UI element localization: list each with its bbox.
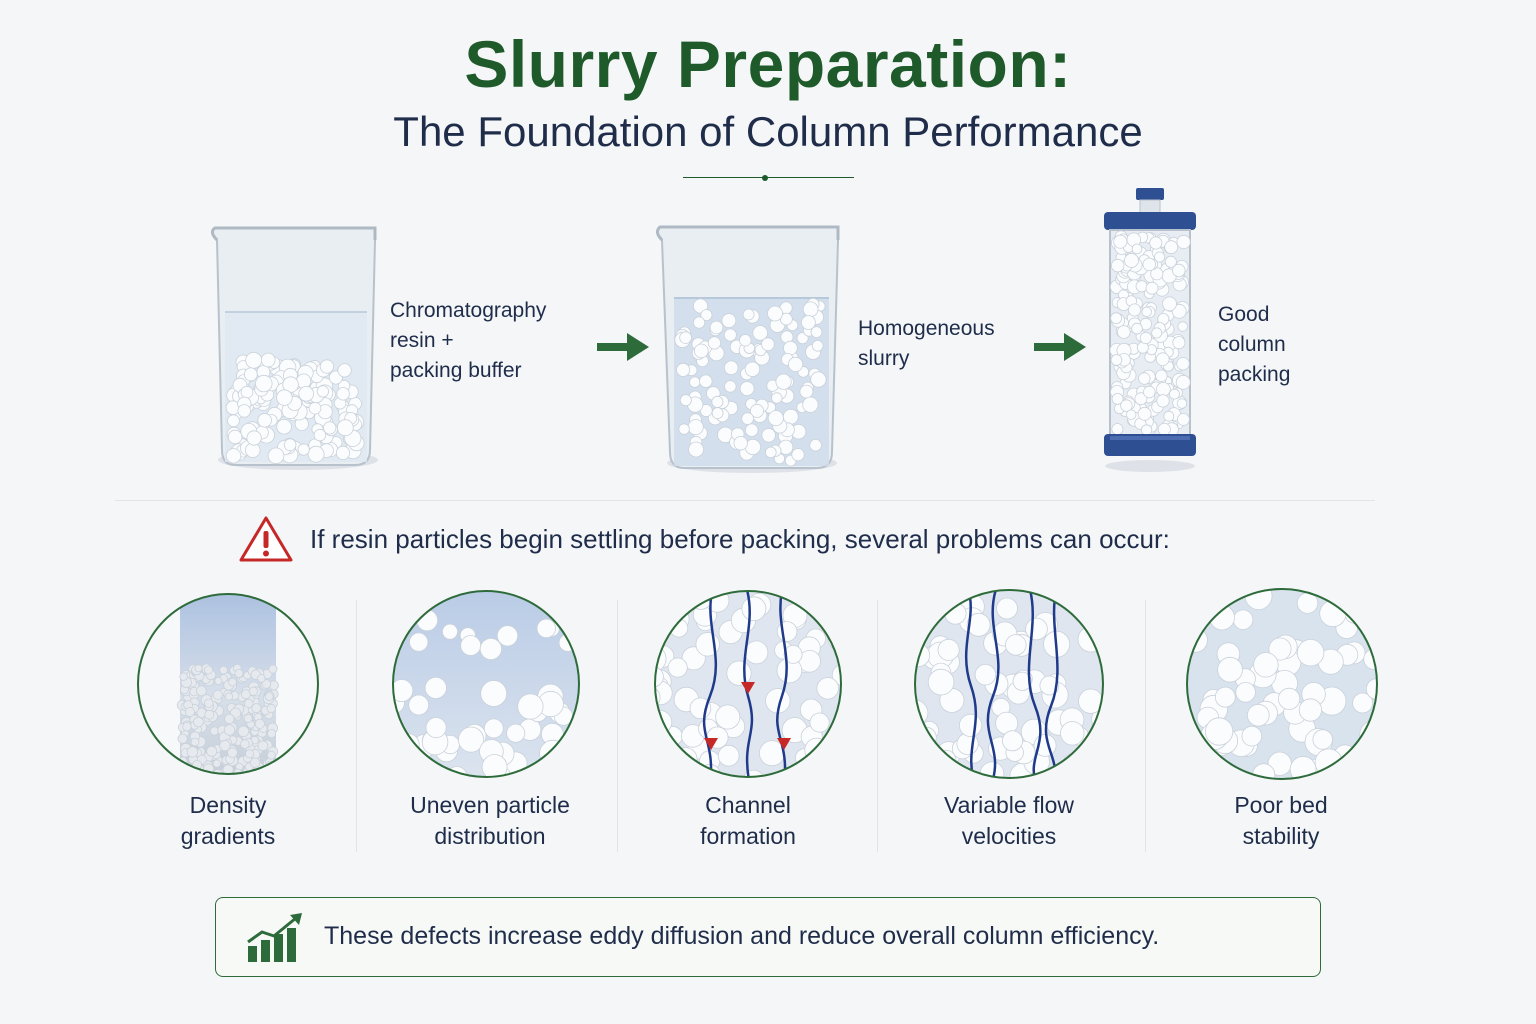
footer-callout: These defects increase eddy diffusion an… xyxy=(215,897,1321,977)
footer-text: These defects increase eddy diffusion an… xyxy=(324,922,1160,950)
uneven-distribution-illustration xyxy=(392,590,580,778)
column-divider xyxy=(356,600,357,852)
arrow-right-icon xyxy=(597,333,649,361)
suspended-resin-beads xyxy=(674,297,827,467)
variable-flow-illustration xyxy=(914,589,1104,779)
page-subtitle: The Foundation of Column Performance xyxy=(393,108,1143,155)
packed-column-icon xyxy=(1104,188,1196,472)
warning-row: If resin particles begin settling before… xyxy=(238,514,1170,564)
warning-text: If resin particles begin settling before… xyxy=(310,523,1170,554)
warning-triangle-icon xyxy=(239,516,293,562)
step-label-resin-buffer: Chromatography resin + packing buffer xyxy=(390,299,547,382)
settled-resin-beads xyxy=(225,351,365,465)
page-title: Slurry Preparation: xyxy=(464,27,1072,101)
title-divider-dot xyxy=(762,175,768,181)
flow-arrow-icon xyxy=(777,738,791,750)
packed-resin-beads xyxy=(1109,230,1191,437)
step-label-good-packing: Good column packing xyxy=(1218,303,1291,386)
problem-label: Density gradients xyxy=(180,792,276,849)
step-label-homogeneous-slurry: Homogeneous slurry xyxy=(858,317,995,370)
title-divider xyxy=(683,177,854,178)
poor-bed-stability-illustration xyxy=(1186,588,1378,780)
flow-arrow-icon xyxy=(704,738,718,750)
bar-chart-growth-icon xyxy=(247,913,302,962)
beaker-homogeneous-slurry xyxy=(655,225,840,473)
problem-label: Variable flow velocities xyxy=(944,792,1074,849)
column-divider xyxy=(617,600,618,852)
section-divider xyxy=(115,500,1375,501)
density-gradient-illustration xyxy=(137,593,319,775)
problem-label: Uneven particle distribution xyxy=(410,792,570,849)
flow-arrow-icon xyxy=(741,682,755,694)
problem-label: Channel formation xyxy=(700,792,796,849)
channel-formation-illustration xyxy=(654,590,842,778)
column-divider xyxy=(877,600,878,852)
arrow-right-icon xyxy=(1034,333,1086,361)
problem-label: Poor bed stability xyxy=(1234,792,1328,849)
column-divider xyxy=(1145,600,1146,852)
beaker-settled-resin xyxy=(210,226,378,470)
